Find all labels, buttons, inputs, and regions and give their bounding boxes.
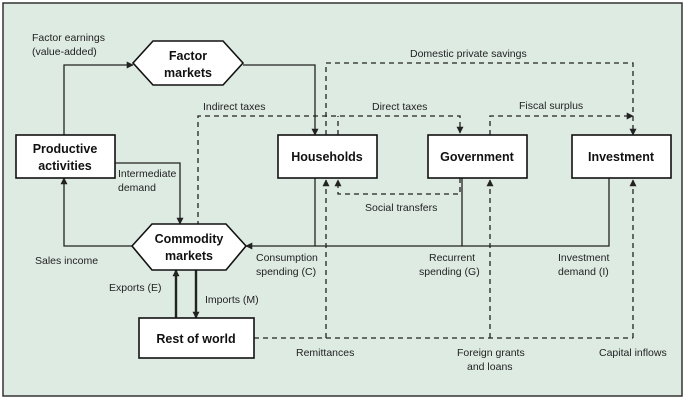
label-remittances: Remittances <box>296 347 354 359</box>
label-intermediate-demand-2: demand <box>118 182 156 194</box>
label-capital-inflows: Capital inflows <box>599 347 667 359</box>
commodity-markets-label-1: Commodity <box>155 232 224 246</box>
flow-social-transfers <box>334 178 461 195</box>
flow-intermediate-demand <box>115 162 184 225</box>
label-investment-demand-2: demand (I) <box>558 266 609 278</box>
label-fiscal-surplus: Fiscal surplus <box>519 100 583 112</box>
productive-activities-label-2: activities <box>38 159 92 173</box>
node-commodity-markets[interactable]: Commodity markets <box>130 223 248 271</box>
label-recurrent-spending-1: Recurrent <box>429 252 475 264</box>
node-government[interactable]: Government <box>427 134 528 179</box>
label-domestic-private-savings: Domestic private savings <box>410 48 527 60</box>
label-social-transfers: Social transfers <box>365 202 437 214</box>
flow-fiscal-surplus <box>489 112 634 135</box>
node-productive-activities[interactable]: Productive activities <box>15 134 116 179</box>
households-label: Households <box>291 150 363 164</box>
factor-markets-label-1: Factor <box>169 49 207 63</box>
label-factor-earnings-1: Factor earnings <box>32 32 105 44</box>
label-factor-earnings-2: (value-added) <box>32 46 97 58</box>
label-indirect-taxes: Indirect taxes <box>203 101 265 113</box>
flow-factor-to-households <box>243 64 319 136</box>
label-consumption-spending-2: spending (C) <box>256 266 316 278</box>
node-factor-markets[interactable]: Factor markets <box>131 40 245 86</box>
investment-label: Investment <box>588 150 655 164</box>
label-sales-income: Sales income <box>35 255 98 267</box>
label-recurrent-spending-2: spending (G) <box>419 266 480 278</box>
label-intermediate-demand-1: Intermediate <box>118 168 177 180</box>
flow-indirect-taxes <box>197 115 464 226</box>
commodity-markets-label-2: markets <box>165 249 213 263</box>
productive-activities-label-1: Productive <box>33 142 98 156</box>
flow-factor-earnings <box>63 61 134 135</box>
label-imports: Imports (M) <box>205 294 259 306</box>
factor-markets-label-2: markets <box>164 66 212 80</box>
flow-sales-income <box>60 177 132 247</box>
flow-investment-demand <box>462 178 610 247</box>
node-households[interactable]: Households <box>277 134 378 179</box>
label-consumption-spending-1: Consumption <box>256 252 318 264</box>
label-direct-taxes: Direct taxes <box>372 101 427 113</box>
label-foreign-grants-1: Foreign grants <box>457 347 525 359</box>
label-exports: Exports (E) <box>109 282 162 294</box>
node-rest-of-world[interactable]: Rest of world <box>138 317 255 359</box>
rest-of-world-label: Rest of world <box>156 332 235 346</box>
flow-domestic-private-savings <box>325 62 637 136</box>
label-investment-demand-1: Investment <box>558 252 609 264</box>
government-label: Government <box>440 150 514 164</box>
label-foreign-grants-2: and loans <box>467 361 513 373</box>
node-investment[interactable]: Investment <box>571 134 672 179</box>
